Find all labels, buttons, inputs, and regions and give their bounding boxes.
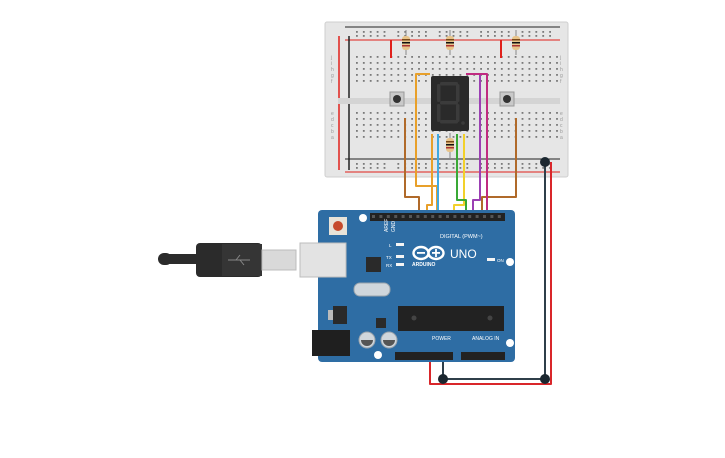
header-pin[interactable] [394, 215, 398, 218]
label-on: ON [497, 258, 504, 263]
header-pin[interactable] [372, 215, 375, 218]
row-letter: b [331, 129, 334, 135]
header-pin[interactable] [483, 215, 486, 218]
analog-header[interactable] [461, 352, 505, 360]
pushbutton-left[interactable] [389, 91, 405, 107]
label-rx: RX [386, 263, 392, 268]
row-letter: g [331, 73, 334, 79]
row-letter: a [331, 135, 334, 141]
label-l: L [389, 243, 392, 248]
row-letter: d [560, 117, 563, 123]
resistor-2[interactable] [446, 30, 454, 55]
header-pin[interactable] [453, 215, 457, 218]
row-letter: a [560, 135, 563, 141]
header-pin[interactable] [490, 215, 494, 218]
label-gnd: GND [391, 221, 397, 233]
usb-chip [366, 257, 381, 272]
row-letter: h [331, 67, 334, 73]
row-letter: e [560, 111, 563, 117]
header-pin[interactable] [409, 215, 412, 218]
digital-header-label: DIGITAL (PWM~) [440, 234, 483, 240]
wire-orange-2 [426, 134, 433, 214]
arduino-logo-icon [412, 245, 445, 261]
wire-ground [442, 162, 546, 380]
row-letter: j [330, 55, 332, 61]
row-letter: c [331, 123, 334, 129]
seven-segment-display[interactable] [431, 76, 469, 131]
capacitors [358, 331, 398, 349]
wire-yellow [453, 134, 465, 214]
header-pin[interactable] [468, 215, 472, 218]
header-pin[interactable] [497, 215, 501, 218]
reset-button[interactable] [329, 217, 347, 235]
row-letter: d [331, 117, 334, 123]
row-letter: g [560, 73, 563, 79]
row-letter: i [560, 61, 561, 67]
digital-header[interactable] [370, 213, 505, 221]
header-pin[interactable] [446, 215, 449, 218]
pushbutton-right[interactable] [499, 91, 515, 107]
board-model: UNO [450, 247, 477, 261]
crystal [353, 282, 391, 297]
resistor-1[interactable] [402, 30, 410, 55]
header-pin[interactable] [460, 215, 464, 218]
header-pin[interactable] [423, 215, 427, 218]
power-label: POWER [432, 336, 451, 342]
header-pin[interactable] [431, 215, 435, 218]
row-letter: i [331, 61, 332, 67]
wire-brown-left [404, 118, 420, 214]
row-letter: f [560, 79, 562, 85]
row-letter: f [331, 79, 333, 85]
wire-power [429, 162, 552, 385]
usb-symbol-icon [228, 254, 250, 266]
dc-jack [312, 330, 350, 356]
header-pin[interactable] [416, 215, 420, 218]
row-letter: e [331, 111, 334, 117]
analog-label: ANALOG IN [472, 336, 500, 342]
wire-brown-right [481, 118, 517, 214]
header-pin[interactable] [379, 215, 383, 218]
board-brand: ARDUINO [412, 262, 435, 268]
usb-cable[interactable] [158, 243, 297, 277]
row-letter: c [560, 123, 563, 129]
usb-port [299, 242, 347, 278]
header-pin[interactable] [475, 215, 479, 218]
header-pin[interactable] [401, 215, 405, 218]
wire-node[interactable] [540, 157, 550, 167]
header-pin[interactable] [438, 215, 442, 218]
wire-magenta [466, 73, 488, 214]
small-chip [376, 318, 386, 328]
voltage-regulator [333, 306, 347, 324]
row-letter: h [560, 67, 563, 73]
wire-node[interactable] [540, 374, 550, 384]
row-letter: j [559, 55, 561, 61]
header-pin[interactable] [386, 215, 390, 218]
resistor-4[interactable] [446, 133, 454, 160]
wire-node[interactable] [438, 374, 448, 384]
label-tx: TX [386, 255, 392, 260]
arduino-uno-board[interactable]: AREF GND DIGITAL (PWM~) L TX RX ON UNO A… [299, 210, 515, 362]
wires[interactable] [404, 73, 552, 385]
power-header[interactable] [395, 352, 453, 360]
resistor-3[interactable] [512, 30, 520, 55]
row-letter: b [560, 129, 563, 135]
wire-green [456, 134, 467, 214]
segments-digit-8 [437, 82, 465, 125]
label-aref: AREF [384, 219, 390, 232]
